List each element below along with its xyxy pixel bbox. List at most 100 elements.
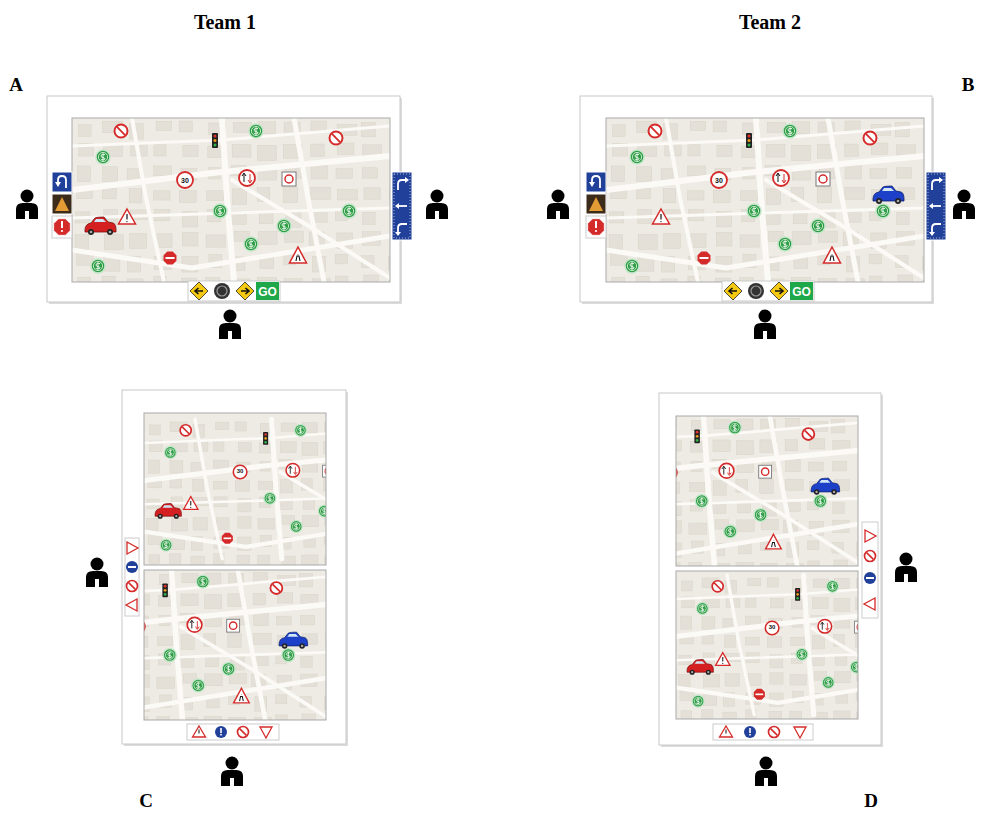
coin-disc	[192, 679, 205, 692]
traffic-light-lamp	[696, 431, 699, 434]
straight-arrow	[932, 205, 941, 207]
turn-head	[939, 177, 943, 183]
map-building	[181, 594, 198, 606]
warning-sign	[720, 726, 733, 737]
map-building	[682, 581, 693, 591]
map-frame	[72, 118, 390, 282]
map-building	[785, 459, 800, 471]
traffic-light-box	[162, 583, 168, 597]
map-building	[259, 213, 273, 224]
square-sign-ring	[229, 622, 236, 629]
map-building	[214, 442, 224, 451]
map-building	[766, 189, 780, 205]
traffic-light-lamp	[796, 597, 799, 600]
coin-ring	[297, 426, 305, 434]
coin-icon	[282, 649, 295, 662]
map-building	[676, 441, 682, 451]
map-road	[766, 180, 924, 278]
car-hub	[897, 200, 900, 203]
coin-ring	[194, 681, 202, 689]
car-wheel	[88, 229, 94, 235]
coin-mark	[728, 528, 732, 535]
turn-panel-dots	[394, 174, 410, 238]
warning-dot	[126, 221, 127, 222]
coin-icon	[811, 219, 825, 233]
drive-panel	[188, 281, 280, 301]
car-hub	[90, 231, 93, 234]
map-building	[258, 555, 270, 565]
map-building	[232, 189, 246, 205]
map-building	[785, 418, 799, 427]
coin-disc	[692, 695, 704, 707]
coin-mark	[800, 651, 804, 657]
coin-ring	[632, 152, 641, 161]
coin-disc	[196, 575, 209, 588]
player-body	[219, 323, 241, 339]
map-building	[153, 191, 170, 200]
coin-disc	[160, 539, 172, 551]
speed-dial	[748, 283, 764, 299]
map-building	[792, 231, 811, 244]
map-building	[770, 673, 783, 685]
player-head	[224, 310, 237, 323]
coin-ring	[824, 679, 832, 687]
map-building	[207, 191, 224, 201]
map-building	[258, 145, 277, 160]
map-building	[713, 190, 730, 202]
map-building	[869, 254, 881, 264]
player-figure	[754, 310, 776, 340]
car-window	[163, 505, 173, 508]
map-building	[713, 481, 726, 496]
coin-ring	[251, 126, 260, 135]
coin-disc	[249, 124, 263, 138]
stop-button-mark	[61, 221, 63, 228]
map-building	[792, 145, 811, 160]
player-head	[431, 190, 444, 203]
coin-disc	[728, 421, 741, 434]
coin-disc	[850, 661, 858, 673]
turn-arrow	[932, 180, 940, 190]
coin-disc	[695, 495, 708, 508]
map-building	[228, 633, 241, 647]
map-building	[897, 212, 909, 224]
direction-arrow	[775, 288, 783, 294]
map-building	[690, 121, 706, 130]
map-building	[216, 422, 229, 430]
map-ground	[144, 570, 326, 720]
triangle-sign	[260, 727, 272, 738]
player-body	[86, 571, 108, 587]
map-road	[606, 236, 924, 268]
coin-mark	[254, 127, 258, 134]
traffic-light-lamp	[164, 589, 167, 592]
map-road	[676, 524, 858, 553]
triangle-sign	[794, 727, 806, 738]
blue-sign-dot	[220, 734, 222, 736]
stop-button-mark	[595, 221, 597, 228]
map-building	[637, 189, 651, 199]
map-building	[179, 121, 192, 132]
square-sign-ring	[285, 175, 293, 183]
map-ground	[144, 413, 326, 565]
map-building	[611, 254, 627, 265]
map-building	[276, 715, 287, 720]
map-ground	[606, 118, 924, 282]
map-building	[790, 711, 802, 719]
map-building	[702, 617, 715, 629]
coin-ring	[246, 239, 255, 248]
map-building	[769, 711, 782, 719]
coin-mark	[881, 207, 885, 214]
warning-mark	[126, 214, 127, 220]
blue-sign-bar	[128, 566, 136, 568]
map-building	[238, 442, 251, 452]
square-sign-ring	[819, 175, 827, 183]
no-entry-sign	[649, 125, 662, 138]
priority-sign	[818, 619, 832, 633]
traffic-light-lamp	[696, 435, 699, 438]
car-hub	[833, 491, 835, 493]
turn-arrow	[398, 224, 407, 233]
map-building	[845, 187, 865, 199]
map-building	[740, 235, 759, 247]
coin-ring	[698, 497, 706, 505]
direction-diamond	[770, 282, 788, 300]
coin-mark	[249, 240, 253, 247]
